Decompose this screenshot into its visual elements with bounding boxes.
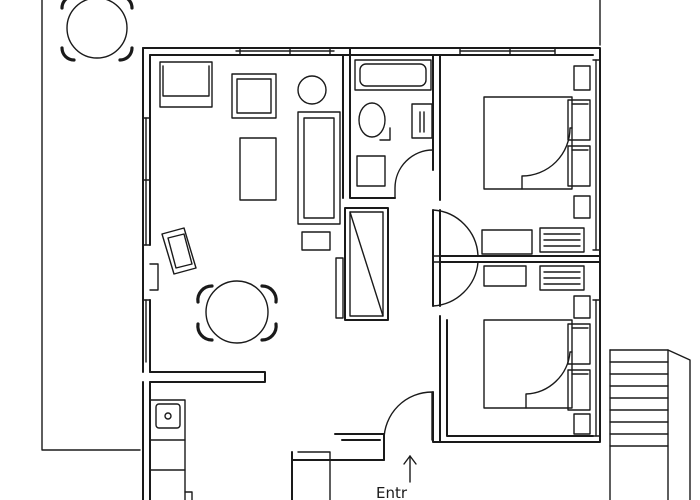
entrance-arrow-icon bbox=[403, 455, 417, 483]
bed-icon bbox=[483, 96, 591, 190]
terrace-table bbox=[60, 0, 134, 62]
long-sofa bbox=[297, 111, 341, 225]
desk bbox=[481, 229, 533, 255]
entrance: Entr bbox=[291, 391, 441, 500]
bathtub bbox=[354, 59, 432, 91]
hall-doors bbox=[432, 209, 479, 307]
nightstand bbox=[573, 413, 591, 435]
bathroom bbox=[342, 47, 441, 201]
exterior-steps bbox=[609, 349, 691, 500]
nightstand bbox=[573, 65, 591, 91]
round-side-table bbox=[297, 75, 327, 105]
sofa-icon bbox=[159, 61, 213, 108]
bedroom-2 bbox=[439, 265, 594, 443]
storage bbox=[344, 207, 389, 321]
kitchen bbox=[142, 381, 193, 500]
terrace bbox=[41, 0, 601, 451]
entrance-label: Entr bbox=[376, 484, 408, 500]
shower-tray bbox=[356, 155, 386, 187]
toilet-icon bbox=[358, 102, 391, 141]
bedroom-1 bbox=[439, 65, 601, 263]
wardrobe bbox=[539, 265, 585, 291]
dining-table-icon bbox=[196, 280, 278, 344]
sink-icon bbox=[155, 403, 181, 429]
coffee-table bbox=[239, 137, 277, 201]
outer-walls bbox=[142, 47, 601, 443]
lounge-chair bbox=[161, 227, 197, 275]
sink-icon bbox=[411, 103, 433, 139]
side-cabinet bbox=[301, 231, 331, 251]
nightstand bbox=[573, 295, 591, 319]
armchair-icon bbox=[231, 73, 277, 119]
desk bbox=[483, 265, 527, 287]
nightstand bbox=[573, 195, 591, 219]
living-room bbox=[149, 61, 344, 383]
wardrobe bbox=[539, 227, 585, 253]
bed-icon bbox=[483, 319, 591, 411]
